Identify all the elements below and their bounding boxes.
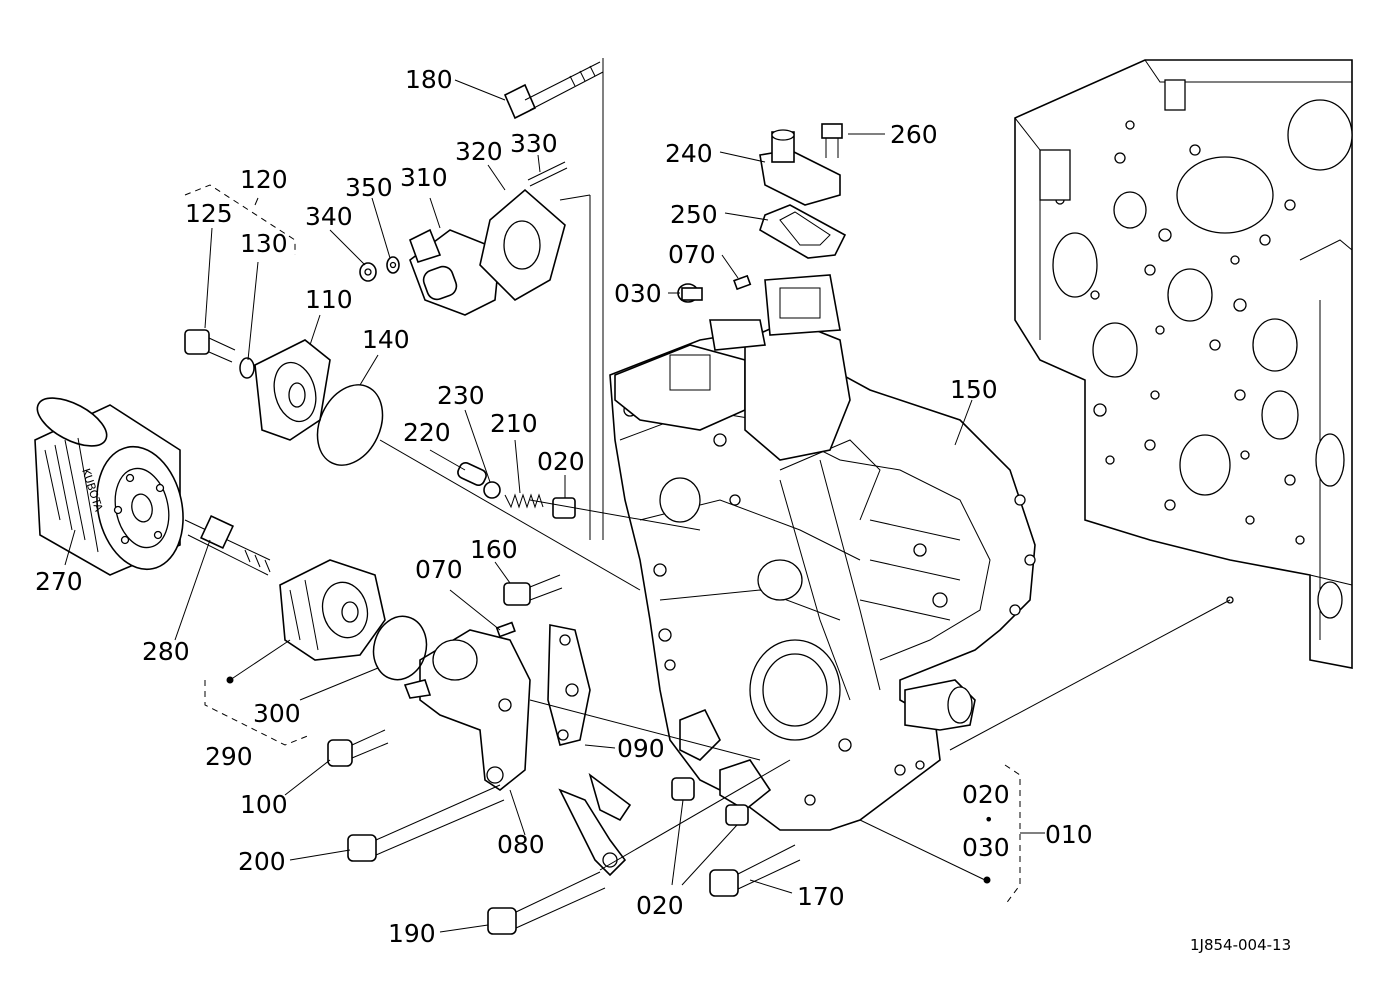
bolt-180 bbox=[503, 61, 604, 120]
label-020-relief: 020 bbox=[537, 447, 585, 476]
thermostat-gasket bbox=[479, 188, 566, 301]
nipple-280 bbox=[184, 514, 271, 576]
label-180: 180 bbox=[405, 65, 453, 94]
label-300: 300 bbox=[253, 699, 301, 728]
label-030: 030 bbox=[614, 279, 662, 308]
valve-220 bbox=[457, 462, 487, 486]
water-flange-gasket bbox=[759, 204, 847, 259]
label-230: 230 bbox=[437, 381, 485, 410]
label-010: 010 bbox=[1045, 820, 1093, 849]
gear-case bbox=[609, 274, 1036, 831]
label-160: 160 bbox=[470, 535, 518, 564]
label-120: 120 bbox=[240, 165, 288, 194]
label-200: 200 bbox=[238, 847, 286, 876]
bolt-190 bbox=[487, 871, 606, 935]
label-240: 240 bbox=[665, 139, 713, 168]
washer-350 bbox=[386, 256, 400, 274]
label-220: 220 bbox=[403, 418, 451, 447]
bolt-170 bbox=[709, 844, 801, 897]
oil-pump-cover bbox=[403, 629, 531, 791]
label-100: 100 bbox=[240, 790, 288, 819]
lower-bracket bbox=[558, 772, 632, 877]
leader-lines bbox=[64, 58, 1231, 933]
label-kit-dot: • bbox=[984, 810, 993, 829]
reference-code: 1J854-004-13 bbox=[1190, 936, 1291, 954]
thermostat-housing bbox=[409, 228, 501, 316]
label-310: 310 bbox=[400, 163, 448, 192]
plug-020-relief bbox=[552, 497, 576, 519]
label-260: 260 bbox=[890, 120, 938, 149]
water-flange bbox=[759, 129, 841, 206]
label-150: 150 bbox=[950, 375, 998, 404]
leader-dot-290 bbox=[226, 676, 234, 684]
label-020-lower: 020 bbox=[636, 891, 684, 920]
pin-070-upper bbox=[733, 274, 752, 291]
oil-pump-gasket bbox=[547, 624, 591, 746]
label-350: 350 bbox=[345, 173, 393, 202]
label-020-kit: 020 bbox=[962, 780, 1010, 809]
label-280: 280 bbox=[142, 637, 190, 666]
label-070-upper: 070 bbox=[668, 240, 716, 269]
oil-filter: KUBOTA bbox=[34, 397, 184, 576]
label-340: 340 bbox=[305, 202, 353, 231]
plug-020-lower-b bbox=[725, 804, 749, 826]
bolt-260 bbox=[821, 123, 843, 158]
plug-030-upper bbox=[677, 283, 703, 303]
pin-070-lower bbox=[495, 621, 516, 638]
ball-230 bbox=[483, 481, 501, 499]
plug-125 bbox=[184, 329, 236, 363]
label-170: 170 bbox=[797, 882, 845, 911]
o-ring-140 bbox=[316, 384, 384, 466]
label-090: 090 bbox=[617, 734, 665, 763]
nut-340 bbox=[359, 262, 377, 282]
bracket-120 bbox=[184, 184, 296, 255]
label-270: 270 bbox=[35, 567, 83, 596]
label-080: 080 bbox=[497, 830, 545, 859]
filter-bracket-110 bbox=[254, 339, 331, 441]
bolt-160 bbox=[503, 574, 563, 606]
label-320: 320 bbox=[455, 137, 503, 166]
bolt-100 bbox=[327, 729, 389, 767]
label-110: 110 bbox=[305, 285, 353, 314]
label-290: 290 bbox=[205, 742, 253, 771]
cylinder-block bbox=[1014, 59, 1353, 669]
bolt-200 bbox=[347, 784, 505, 862]
label-140: 140 bbox=[362, 325, 410, 354]
stud-330 bbox=[527, 161, 568, 187]
label-130: 130 bbox=[240, 229, 288, 258]
label-190: 190 bbox=[388, 919, 436, 948]
leader-dot-010 bbox=[983, 876, 991, 884]
o-ring-300 bbox=[372, 615, 428, 681]
oil-cooler-adapter bbox=[279, 559, 386, 661]
label-070-lower: 070 bbox=[415, 555, 463, 584]
label-210: 210 bbox=[490, 409, 538, 438]
label-330: 330 bbox=[510, 129, 558, 158]
label-030-kit: 030 bbox=[962, 833, 1010, 862]
label-125: 125 bbox=[185, 199, 233, 228]
bracket-290 bbox=[204, 680, 311, 746]
o-ring-130 bbox=[239, 357, 255, 379]
plug-020-lower-a bbox=[671, 777, 695, 801]
label-250: 250 bbox=[670, 200, 718, 229]
